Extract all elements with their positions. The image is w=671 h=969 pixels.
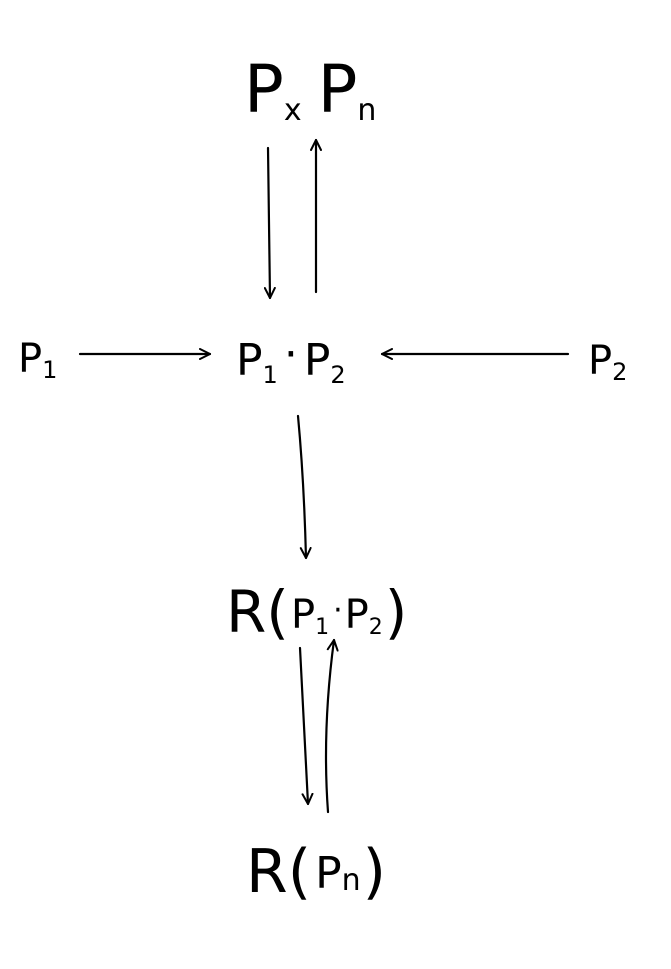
- node-top-p2: P: [318, 51, 358, 128]
- node-center-p2: P: [304, 335, 331, 386]
- node-right-p: P: [588, 338, 612, 384]
- node-left: P1: [18, 336, 57, 384]
- node-r-product-p2: P: [345, 592, 369, 638]
- node-center: P1·P2: [236, 329, 346, 389]
- node-r-product-sub2: 2: [369, 615, 383, 640]
- node-r-product-p1: P: [291, 592, 315, 638]
- node-r-product: R(P1·P2): [226, 578, 407, 646]
- arrow-center-to-r-product: [296, 414, 312, 560]
- node-top-p1: P: [244, 51, 284, 128]
- node-r-product-suffix: ): [385, 578, 408, 646]
- node-r-product-dot: ·: [333, 593, 343, 628]
- svg-text:R(P1·P2): R(P1·P2): [226, 578, 407, 646]
- node-center-p1: P: [236, 335, 263, 386]
- node-r-product-prefix: R(: [226, 578, 289, 646]
- node-left-sub: 1: [42, 356, 57, 384]
- node-center-dot: ·: [284, 329, 298, 380]
- node-right-sub: 2: [612, 358, 627, 386]
- arrow-r-single-to-r-product: [324, 638, 339, 814]
- svg-text:R(Pn): R(Pn): [246, 837, 386, 907]
- node-center-sub1: 1: [263, 361, 278, 389]
- node-left-p: P: [18, 336, 42, 382]
- node-top-sub1: x: [284, 93, 302, 128]
- svg-text:P1: P1: [18, 336, 57, 384]
- node-top-sub2: n: [357, 93, 376, 128]
- node-r-single-prefix: R(: [246, 837, 311, 907]
- arrow-top-to-center: [263, 146, 276, 300]
- node-r-single-p: P: [315, 848, 342, 899]
- node-r-single-sub: n: [342, 863, 361, 898]
- node-r-single: R(Pn): [246, 837, 386, 907]
- svg-text:P2: P2: [588, 338, 627, 386]
- node-r-product-sub1: 1: [315, 615, 329, 640]
- node-right: P2: [588, 338, 627, 386]
- node-r-single-suffix: ): [363, 837, 386, 907]
- node-center-sub2: 2: [330, 361, 345, 389]
- svg-text:P1·P2: P1·P2: [236, 329, 346, 389]
- arrow-r-product-to-r-single: [298, 646, 314, 806]
